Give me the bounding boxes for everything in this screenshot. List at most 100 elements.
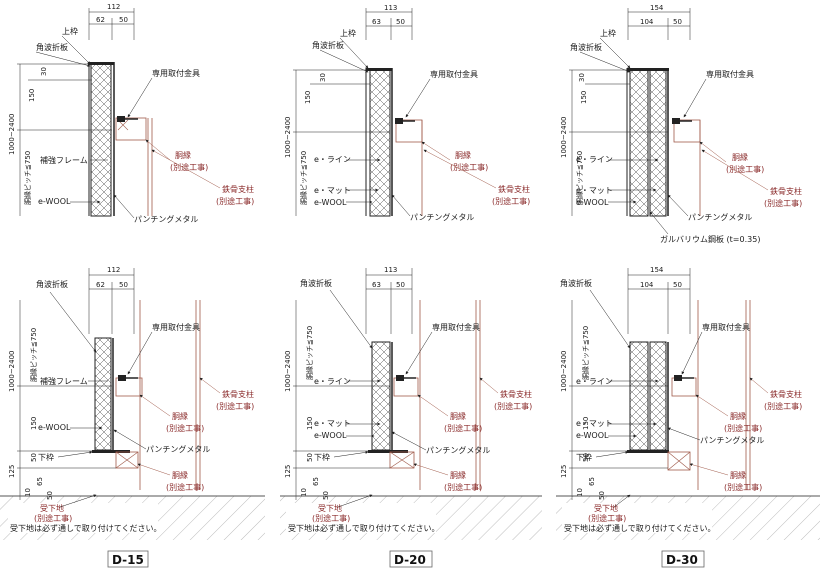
d15-bottom-red-furring-1: 胴縁 xyxy=(172,411,188,421)
d20-top-label-ewool: e-WOOL xyxy=(314,198,347,207)
d15-top-red-furring: 胴縁 xyxy=(175,150,191,160)
d30-bottom-dim-range: 1000~2400 xyxy=(560,351,568,393)
d15-top-dim-total: 112 xyxy=(107,3,120,11)
d30-bottom-label-sub-base: 受下地 xyxy=(594,503,618,513)
d15-top-dim-range: 1000~2400 xyxy=(8,114,16,156)
d15-bottom-dim-pitch: 胴縁ピッチ≦750 xyxy=(29,328,38,382)
d30-top-dim-30: 30 xyxy=(578,73,586,82)
d20-top-red-furring-note: (別途工事) xyxy=(450,162,488,172)
d30-top-dim-total: 154 xyxy=(650,4,664,12)
d15-top-dim-gap: 50 xyxy=(119,16,128,24)
d15-bottom-label-frame: 補強フレーム xyxy=(40,376,88,386)
d20-bottom-red-column-note: (別途工事) xyxy=(494,401,532,411)
d20-top-dim-total: 113 xyxy=(384,4,397,12)
d15-top-dim-panel: 62 xyxy=(96,16,105,24)
d15-bottom-red-furring-2-note: (別途工事) xyxy=(166,482,204,492)
d30-top-dim-gap: 50 xyxy=(673,18,682,26)
d30-top-dim-150: 150 xyxy=(580,91,588,104)
d20-bottom-red-furring-2: 胴縁 xyxy=(450,470,466,480)
d20-top-dim-30: 30 xyxy=(319,73,327,82)
d15-bottom-dim-range: 1000~2400 xyxy=(8,351,16,393)
d20-bottom-label-corrugated: 角波折板 xyxy=(300,278,332,288)
d20-top-red-column: 鉄骨支柱 xyxy=(498,184,530,194)
d15-bottom-red-column: 鉄骨支柱 xyxy=(222,389,254,399)
d15-bottom-label-lower-frame: 下枠 xyxy=(38,452,54,462)
d15-top-label-ewool: e-WOOL xyxy=(38,197,71,206)
d15-bottom-red-column-note: (別途工事) xyxy=(216,401,254,411)
d20-code: D-20 xyxy=(394,553,426,567)
d15-bottom-dim-gap: 50 xyxy=(119,281,128,289)
d15-top-section: 112 62 50 30 150 1000~2400 胴縁ピッチ≦750 上枠 … xyxy=(8,3,254,224)
d30-top-red-furring: 胴縁 xyxy=(732,152,748,162)
d20-bottom-dim-50a: 50 xyxy=(306,453,314,462)
d30-top-label-ewool: e-WOOL xyxy=(576,198,609,207)
d30-bottom-red-furring-2-note: (別途工事) xyxy=(724,482,762,492)
d15-bottom-label-ewool: e-WOOL xyxy=(38,423,71,432)
d15-top-red-furring-note: (別途工事) xyxy=(170,162,208,172)
d20-top-dim-panel: 63 xyxy=(372,18,381,26)
d15-top-label-punching: パンチングメタル xyxy=(134,214,198,224)
d20-bottom-section: 113 63 50 胴縁ピッチ≦750 1000~2400 150 50 125… xyxy=(280,266,542,540)
d30-bottom-label-bracket: 専用取付金具 xyxy=(702,322,750,332)
d30-bottom-dim-65: 65 xyxy=(588,477,596,486)
d15-bottom-label-sub-base-note: (別途工事) xyxy=(34,513,72,523)
d30-bottom-dim-125: 125 xyxy=(560,465,568,478)
d15-bottom-red-furring-2: 胴縁 xyxy=(172,470,188,480)
d20-top-red-furring: 胴縁 xyxy=(455,150,471,160)
d15-bottom-note: 受下地は必ず通しで取り付けてください。 xyxy=(10,523,162,533)
d30-top-label-upper-frame: 上枠 xyxy=(600,28,616,38)
d15-bottom-label-sub-base: 受下地 xyxy=(40,503,64,513)
d30-bottom-red-furring-2: 胴縁 xyxy=(730,470,746,480)
d20-bottom-label-lower-frame: 下枠 xyxy=(314,452,330,462)
d20-bottom-dim-65: 65 xyxy=(312,477,320,486)
d20-bottom-dim-gap: 50 xyxy=(396,281,405,289)
d30-top-section: 154 104 50 30 150 1000~2400 胴縁ピッチ≦750 上枠… xyxy=(560,4,802,244)
d30-top-label-bracket: 専用取付金具 xyxy=(706,69,754,79)
d30-bottom-dim-50a: 50 xyxy=(582,453,590,462)
d15-top-red-column: 鉄骨支柱 xyxy=(222,184,254,194)
d30-top-red-column-note: (別途工事) xyxy=(764,198,802,208)
d30-bottom-label-corrugated: 角波折板 xyxy=(560,278,592,288)
d15-bottom-red-furring-1-note: (別途工事) xyxy=(166,423,204,433)
d30-bottom-label-punching: パンチングメタル xyxy=(700,435,764,445)
d20-top-label-corrugated: 角波折板 xyxy=(312,40,344,50)
d20-top-dim-pitch: 胴縁ピッチ≦750 xyxy=(299,151,308,205)
d20-bottom-red-furring-2-note: (別途工事) xyxy=(444,482,482,492)
d20-bottom-label-ewool: e-WOOL xyxy=(314,431,347,440)
d20-bottom-label-eline: e・ライン xyxy=(314,377,351,386)
d20-top-section: 113 63 50 30 150 1000~2400 胴縁ピッチ≦750 上枠 … xyxy=(284,4,530,222)
d30-bottom-label-ewool: e-WOOL xyxy=(576,431,609,440)
d15-bottom-section: 112 62 50 胴縁ピッチ≦750 1000~2400 150 50 125… xyxy=(0,266,265,540)
d15-bottom-dim-50a: 50 xyxy=(30,453,38,462)
d20-bottom-dim-125: 125 xyxy=(284,465,292,478)
d20-bottom-dim-range: 1000~2400 xyxy=(284,351,292,393)
d15-bottom-dim-total: 112 xyxy=(107,266,120,274)
d15-bottom-dim-65: 65 xyxy=(36,477,44,486)
d20-top-dim-range: 1000~2400 xyxy=(284,117,292,159)
d20-bottom-label-bracket: 専用取付金具 xyxy=(432,322,480,332)
d15-top-dim-150: 150 xyxy=(28,89,36,102)
d15-bottom-dim-150: 150 xyxy=(30,417,38,430)
d30-top-dim-pitch: 胴縁ピッチ≦750 xyxy=(575,151,584,205)
d30-bottom-dim-150: 150 xyxy=(582,417,590,430)
d20-bottom-dim-pitch: 胴縁ピッチ≦750 xyxy=(305,326,314,380)
d20-top-label-upper-frame: 上枠 xyxy=(340,28,356,38)
d20-bottom-dim-10: 10 xyxy=(300,488,308,497)
d20-bottom-dim-panel: 63 xyxy=(372,281,381,289)
d30-top-label-galvalume: ガルバリウム鋼板 (t=0.35) xyxy=(660,234,760,244)
d20-top-dim-150: 150 xyxy=(304,91,312,104)
d15-top-dim-30: 30 xyxy=(40,67,48,76)
d20-bottom-label-sub-base: 受下地 xyxy=(318,503,342,513)
d20-bottom-dim-150: 150 xyxy=(306,417,314,430)
d30-top-label-corrugated: 角波折板 xyxy=(570,42,602,52)
d20-bottom-dim-total: 113 xyxy=(384,266,397,274)
d30-bottom-red-column: 鉄骨支柱 xyxy=(770,389,802,399)
d30-bottom-dim-pitch: 胴縁ピッチ≦750 xyxy=(581,326,590,380)
d15-bottom-label-bracket: 専用取付金具 xyxy=(152,322,200,332)
d30-top-red-column: 鉄骨支柱 xyxy=(770,186,802,196)
d15-bottom-dim-panel: 62 xyxy=(96,281,105,289)
d30-bottom-section: 154 104 50 胴縁ピッチ≦750 1000~2400 150 50 12… xyxy=(556,266,820,540)
d30-bottom-red-column-note: (別途工事) xyxy=(764,401,802,411)
d20-bottom-label-sub-base-note: (別途工事) xyxy=(312,513,350,523)
